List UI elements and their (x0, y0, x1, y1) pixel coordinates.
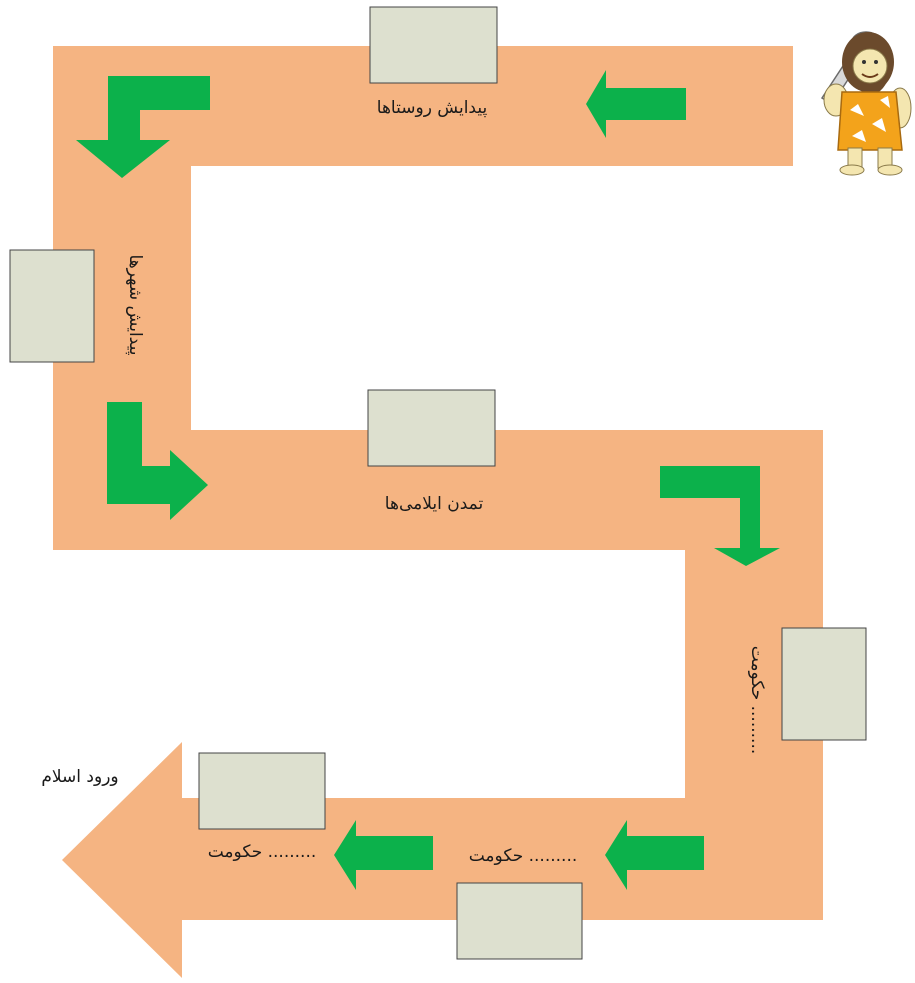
label-villages: پیدایش روستاها (377, 98, 488, 118)
direction-arrows (76, 70, 780, 890)
blank-box (9, 249, 95, 363)
blank-box (369, 6, 498, 84)
blank-box (198, 752, 326, 830)
blank-box (456, 882, 583, 960)
arrow-corner-down-icon (76, 76, 210, 178)
label-govt-bottom-middle: حکومت ......... (469, 846, 578, 866)
arrow-corner-down-icon (660, 466, 780, 566)
blank-box (781, 627, 867, 741)
answer-boxes (9, 6, 867, 960)
arrow-left-icon (586, 70, 686, 138)
blank-box (367, 389, 496, 467)
label-govt-right: حکومت ......... (747, 646, 767, 755)
label-islam: ورود اسلام (41, 767, 118, 787)
arrow-left-icon (334, 820, 433, 890)
label-elamite: تمدن ایلامی‌ها (385, 494, 484, 514)
arrow-left-icon (605, 820, 704, 890)
label-govt-bottom-left: حکومت ......... (208, 842, 317, 862)
arrow-corner-right-icon (107, 402, 208, 520)
label-cities: پیدایش شهرها (125, 255, 145, 356)
caveman-icon (820, 31, 912, 176)
